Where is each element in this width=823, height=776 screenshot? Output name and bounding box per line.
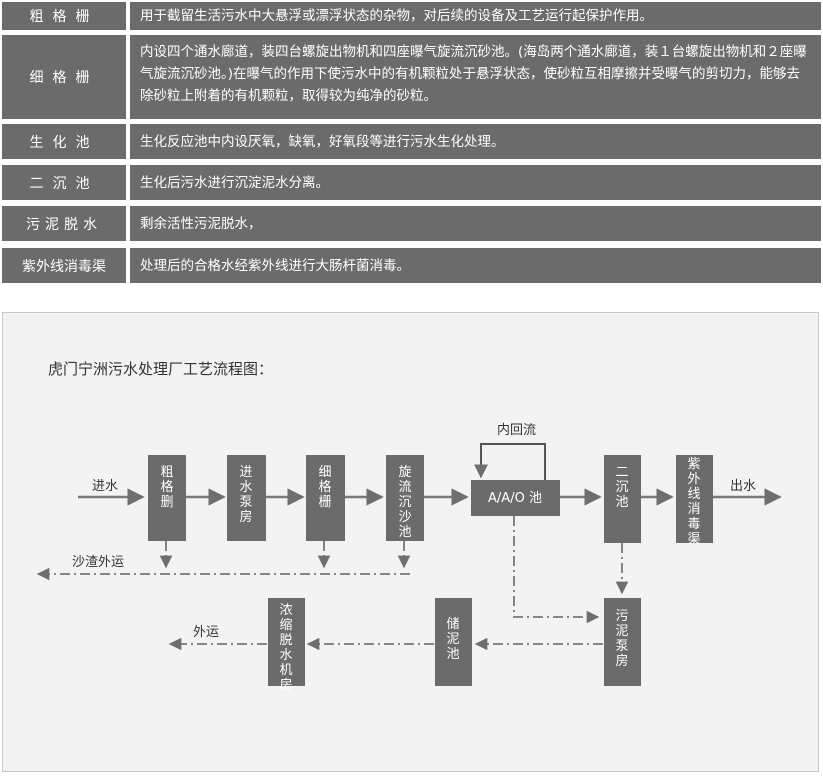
table-row: 紫外线消毒渠 处理后的合格水经紫外线进行大肠杆菌消毒。 xyxy=(0,248,823,283)
row-label: 细格栅 xyxy=(2,35,126,119)
row-description: 用于截留生活污水中大悬浮或漂浮状态的杂物，对后续的设备及工艺运行起保护作用。 xyxy=(130,2,821,30)
dewatering-box xyxy=(268,598,305,686)
sludge-out-label: 外运 xyxy=(193,625,219,640)
recycle-label: 内回流 xyxy=(497,422,536,438)
row-label: 紫外线消毒渠 xyxy=(2,248,126,283)
grit-chamber-box xyxy=(386,455,424,541)
row-label: 粗格栅 xyxy=(2,2,126,30)
table-row: 二沉池 生化后污水进行沉淀泥水分离。 xyxy=(0,165,823,200)
grit-chamber-label: 旋流沉沙池 xyxy=(398,465,411,540)
row-label: 二沉池 xyxy=(2,165,126,200)
row-label: 污泥脱水 xyxy=(2,206,126,241)
sludge-pump-label: 污泥泵房 xyxy=(615,609,628,669)
recycle-loop xyxy=(474,443,546,481)
fine-screen-label: 细格栅 xyxy=(318,465,331,510)
sludge-storage-box xyxy=(435,598,472,686)
sludge-storage-label: 储泥池 xyxy=(446,617,459,662)
diagram-title: 虎门宁洲污水处理厂工艺流程图： xyxy=(48,360,274,378)
ao-tank-label: A/A/O 池 xyxy=(488,491,542,506)
table-row: 细格栅 内设四个通水廊道，装四台螺旋出物机和四座曝气旋流沉砂池。(海岛两个通水廊… xyxy=(0,35,823,119)
outflow-label: 出水 xyxy=(730,479,756,494)
sludge-pump-box xyxy=(604,598,641,686)
row-description: 内设四个通水廊道，装四台螺旋出物机和四座曝气旋流沉砂池。(海岛两个通水廊道，装１… xyxy=(130,35,821,119)
table-row: 污泥脱水 剩余活性污泥脱水， xyxy=(0,206,823,241)
fine-screen-box xyxy=(306,455,345,541)
inflow-label: 进水 xyxy=(92,479,118,494)
clarifier-label: 二沉池 xyxy=(615,465,628,510)
uv-channel-box xyxy=(676,455,713,543)
grit-out-label: 沙渣外运 xyxy=(72,555,124,570)
row-description: 处理后的合格水经紫外线进行大肠杆菌消毒。 xyxy=(130,248,821,283)
clarifier-box xyxy=(604,455,641,543)
inflow-pump-label: 进水泵房 xyxy=(239,465,252,525)
coarse-screen-box xyxy=(148,455,186,541)
uv-channel-label: 紫外线消毒渠 xyxy=(687,457,700,547)
table-row: 生化池 生化反应池中内设厌氧，缺氧，好氧段等进行污水生化处理。 xyxy=(0,124,823,159)
row-label: 生化池 xyxy=(2,124,126,159)
ao-tank-box xyxy=(471,480,560,516)
inflow-pump-box xyxy=(227,455,266,541)
coarse-screen-label: 粗格删 xyxy=(160,465,173,510)
ao-sludge-line xyxy=(513,516,600,624)
table-row: 粗格栅 用于截留生活污水中大悬浮或漂浮状态的杂物，对后续的设备及工艺运行起保护作… xyxy=(0,2,823,30)
row-description: 剩余活性污泥脱水， xyxy=(130,206,821,241)
dewatering-label: 浓缩脱水机房 xyxy=(279,603,292,693)
row-description: 生化后污水进行沉淀泥水分离。 xyxy=(130,165,821,200)
row-description: 生化反应池中内设厌氧，缺氧，好氧段等进行污水生化处理。 xyxy=(130,124,821,159)
